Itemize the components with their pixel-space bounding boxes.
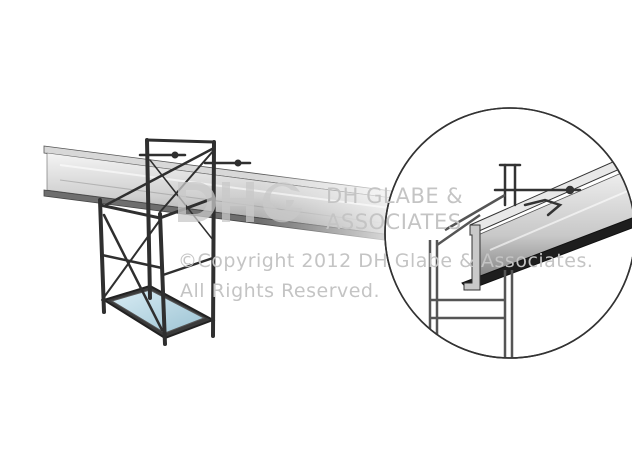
detail-zoom-circle [384,107,632,359]
watermark-company-line1: DH GLABE & [326,184,464,208]
watermark-rights: All Rights Reserved. [180,280,381,302]
watermark-logo [178,182,302,223]
work-platform [98,138,252,346]
watermark-copyright: ©Copyright 2012 DH Glabe & Associates. [178,250,594,272]
watermark-company-line2: ASSOCIATES [326,210,462,234]
i-beam [43,140,434,250]
